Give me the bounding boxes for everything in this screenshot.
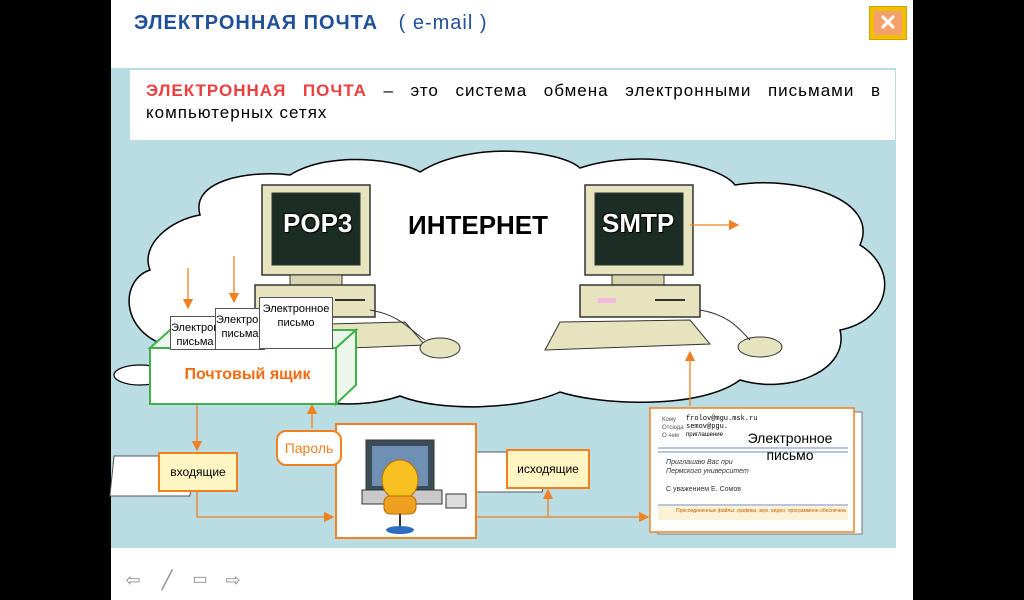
definition-box: [130, 70, 895, 140]
incoming-box: входящие: [158, 452, 238, 492]
smtp-label: SMTP: [602, 208, 675, 238]
arrow-right-icon[interactable]: ⇨: [225, 570, 241, 590]
internet-label: ИНТЕРНЕТ: [408, 210, 549, 240]
email-note-2: Электронные письма: [215, 308, 265, 350]
computer-right: [544, 184, 783, 358]
menu-icon[interactable]: ▭: [192, 571, 208, 588]
password-bubble: Пароль: [276, 430, 342, 466]
outgoing-box: исходящие: [506, 449, 590, 489]
flow-arrows: [182, 219, 740, 523]
email-note-3: Электронное письмо: [259, 297, 333, 349]
letter-signature: С уважением Е. Сомов: [666, 486, 741, 493]
pen-icon[interactable]: ╱: [161, 570, 173, 590]
definition-text: ЭЛЕКТРОННАЯ ПОЧТА – это система обмена э…: [146, 80, 881, 124]
letter-body: Приглашаю Вас при Пермского университет: [666, 459, 749, 475]
email-note-1: Электронные письма: [170, 316, 220, 350]
letter-header-labels: Кому Отсюда О чем: [662, 417, 684, 439]
definition-body: – это система обмена электронными письма…: [146, 81, 881, 122]
page-title: ЭЛЕКТРОННАЯ ПОЧТА ( e-mail ): [134, 12, 488, 35]
letter-title: Электронное письмо: [747, 430, 833, 463]
arrow-left-icon[interactable]: ⇦: [125, 570, 141, 590]
letter-header-values: frolov@mgu.msk.ru semov@pgu. приглашение: [686, 415, 758, 438]
mailbox-label: Почтовый ящик: [184, 366, 311, 383]
close-icon: ✕: [874, 11, 902, 35]
pop3-label: POP3: [283, 208, 353, 238]
letter-attachments: Присоединенные файлы: графика, звук, вид…: [676, 508, 846, 514]
page-subtitle: ( e-mail ): [398, 12, 488, 34]
letter-document: [649, 407, 863, 535]
definition-term: ЭЛЕКТРОННАЯ ПОЧТА: [146, 81, 367, 100]
user-computer: [335, 423, 477, 539]
close-button[interactable]: ✕: [869, 6, 907, 40]
page-title-text: ЭЛЕКТРОННАЯ ПОЧТА: [134, 12, 379, 34]
